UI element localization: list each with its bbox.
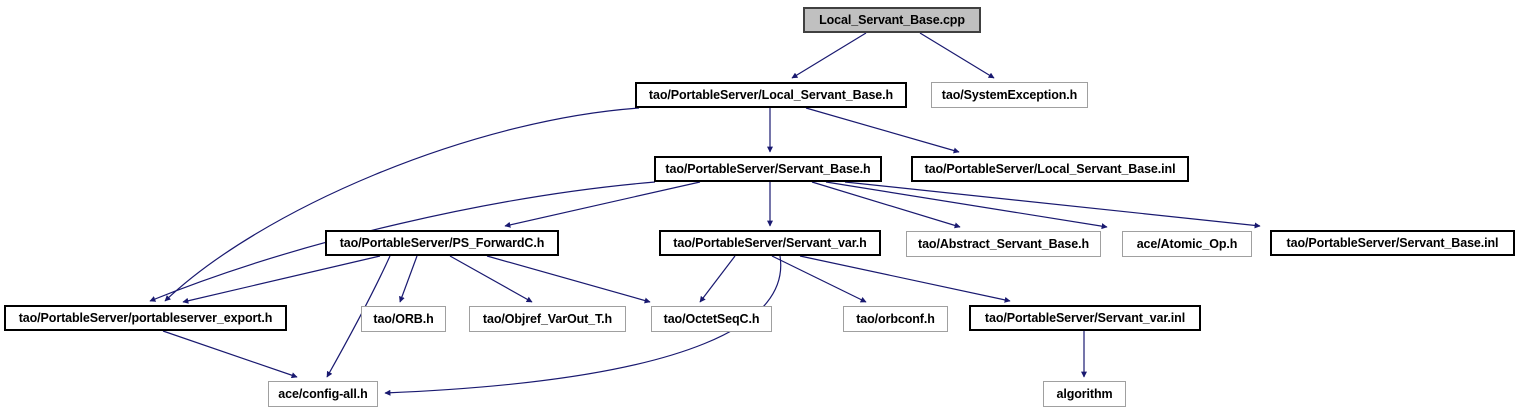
graph-edge-n5-to-n11 (399, 255, 418, 303)
graph-edge-n0-to-n1 (791, 32, 867, 79)
graph-node-n7[interactable]: tao/Abstract_Servant_Base.h (906, 231, 1101, 257)
graph-node-label: algorithm (1056, 386, 1113, 401)
graph-node-label: tao/PortableServer/Servant_Base.inl (1286, 235, 1499, 250)
graph-node-n4[interactable]: tao/PortableServer/Local_Servant_Base.in… (911, 156, 1189, 182)
graph-node-n16[interactable]: ace/config-all.h (268, 381, 378, 407)
graph-node-label: tao/ORB.h (373, 311, 434, 326)
graph-node-n8[interactable]: ace/Atomic_Op.h (1122, 231, 1252, 257)
graph-node-n0[interactable]: Local_Servant_Base.cpp (803, 7, 981, 33)
graph-node-label: tao/PortableServer/Servant_var.inl (984, 310, 1186, 325)
graph-edge-n6-to-n15 (799, 255, 1011, 303)
graph-node-label: tao/PortableServer/Servant_var.h (673, 235, 867, 250)
graph-edge-n1-to-n4 (805, 107, 960, 154)
graph-node-n9[interactable]: tao/PortableServer/Servant_Base.inl (1270, 230, 1515, 256)
graph-node-label: tao/PortableServer/Servant_Base.h (665, 161, 871, 176)
graph-node-n13[interactable]: tao/OctetSeqC.h (651, 306, 772, 332)
graph-node-label: tao/orbconf.h (856, 311, 935, 326)
graph-edge-n6-to-n13 (699, 255, 736, 303)
graph-node-n5[interactable]: tao/PortableServer/PS_ForwardC.h (325, 230, 559, 256)
graph-node-n14[interactable]: tao/orbconf.h (843, 306, 948, 332)
graph-edge-n6-to-n14 (771, 255, 867, 303)
graph-node-label: tao/SystemException.h (941, 87, 1078, 102)
graph-node-n15[interactable]: tao/PortableServer/Servant_var.inl (969, 305, 1201, 331)
graph-node-n10[interactable]: tao/PortableServer/portableserver_export… (4, 305, 287, 331)
graph-node-n1[interactable]: tao/PortableServer/Local_Servant_Base.h (635, 82, 907, 108)
graph-edge-n3-to-n7 (811, 181, 961, 229)
graph-node-label: tao/PortableServer/Local_Servant_Base.h (648, 87, 894, 102)
graph-node-label: ace/config-all.h (278, 386, 368, 401)
graph-node-label: tao/Abstract_Servant_Base.h (918, 236, 1089, 251)
graph-edge-n10-to-n16 (162, 330, 298, 379)
graph-edge-n5-to-n12 (449, 255, 533, 303)
graph-node-n3[interactable]: tao/PortableServer/Servant_Base.h (654, 156, 882, 182)
graph-node-label: tao/Objref_VarOut_T.h (482, 311, 613, 326)
graph-node-label: Local_Servant_Base.cpp (819, 12, 965, 27)
graph-edge-n3-to-n5 (504, 181, 701, 228)
graph-edge-n5-to-n10 (182, 255, 381, 304)
graph-node-n11[interactable]: tao/ORB.h (361, 306, 446, 332)
graph-node-label: tao/OctetSeqC.h (663, 311, 760, 326)
graph-edge-n1-to-n10 (164, 107, 640, 302)
graph-node-label: tao/PortableServer/portableserver_export… (18, 310, 273, 325)
graph-node-label: tao/PortableServer/Local_Servant_Base.in… (924, 161, 1176, 176)
graph-node-label: ace/Atomic_Op.h (1136, 236, 1238, 251)
graph-edge-n3-to-n8 (825, 181, 1108, 230)
graph-edge-n5-to-n13 (486, 255, 651, 304)
graph-edge-n3-to-n9 (844, 181, 1261, 229)
graph-node-n2[interactable]: tao/SystemException.h (931, 82, 1088, 108)
graph-node-label: tao/PortableServer/PS_ForwardC.h (339, 235, 545, 250)
graph-node-n6[interactable]: tao/PortableServer/Servant_var.h (659, 230, 881, 256)
graph-node-n17[interactable]: algorithm (1043, 381, 1126, 407)
graph-edge-n0-to-n2 (919, 32, 995, 79)
graph-node-n12[interactable]: tao/Objref_VarOut_T.h (469, 306, 626, 332)
